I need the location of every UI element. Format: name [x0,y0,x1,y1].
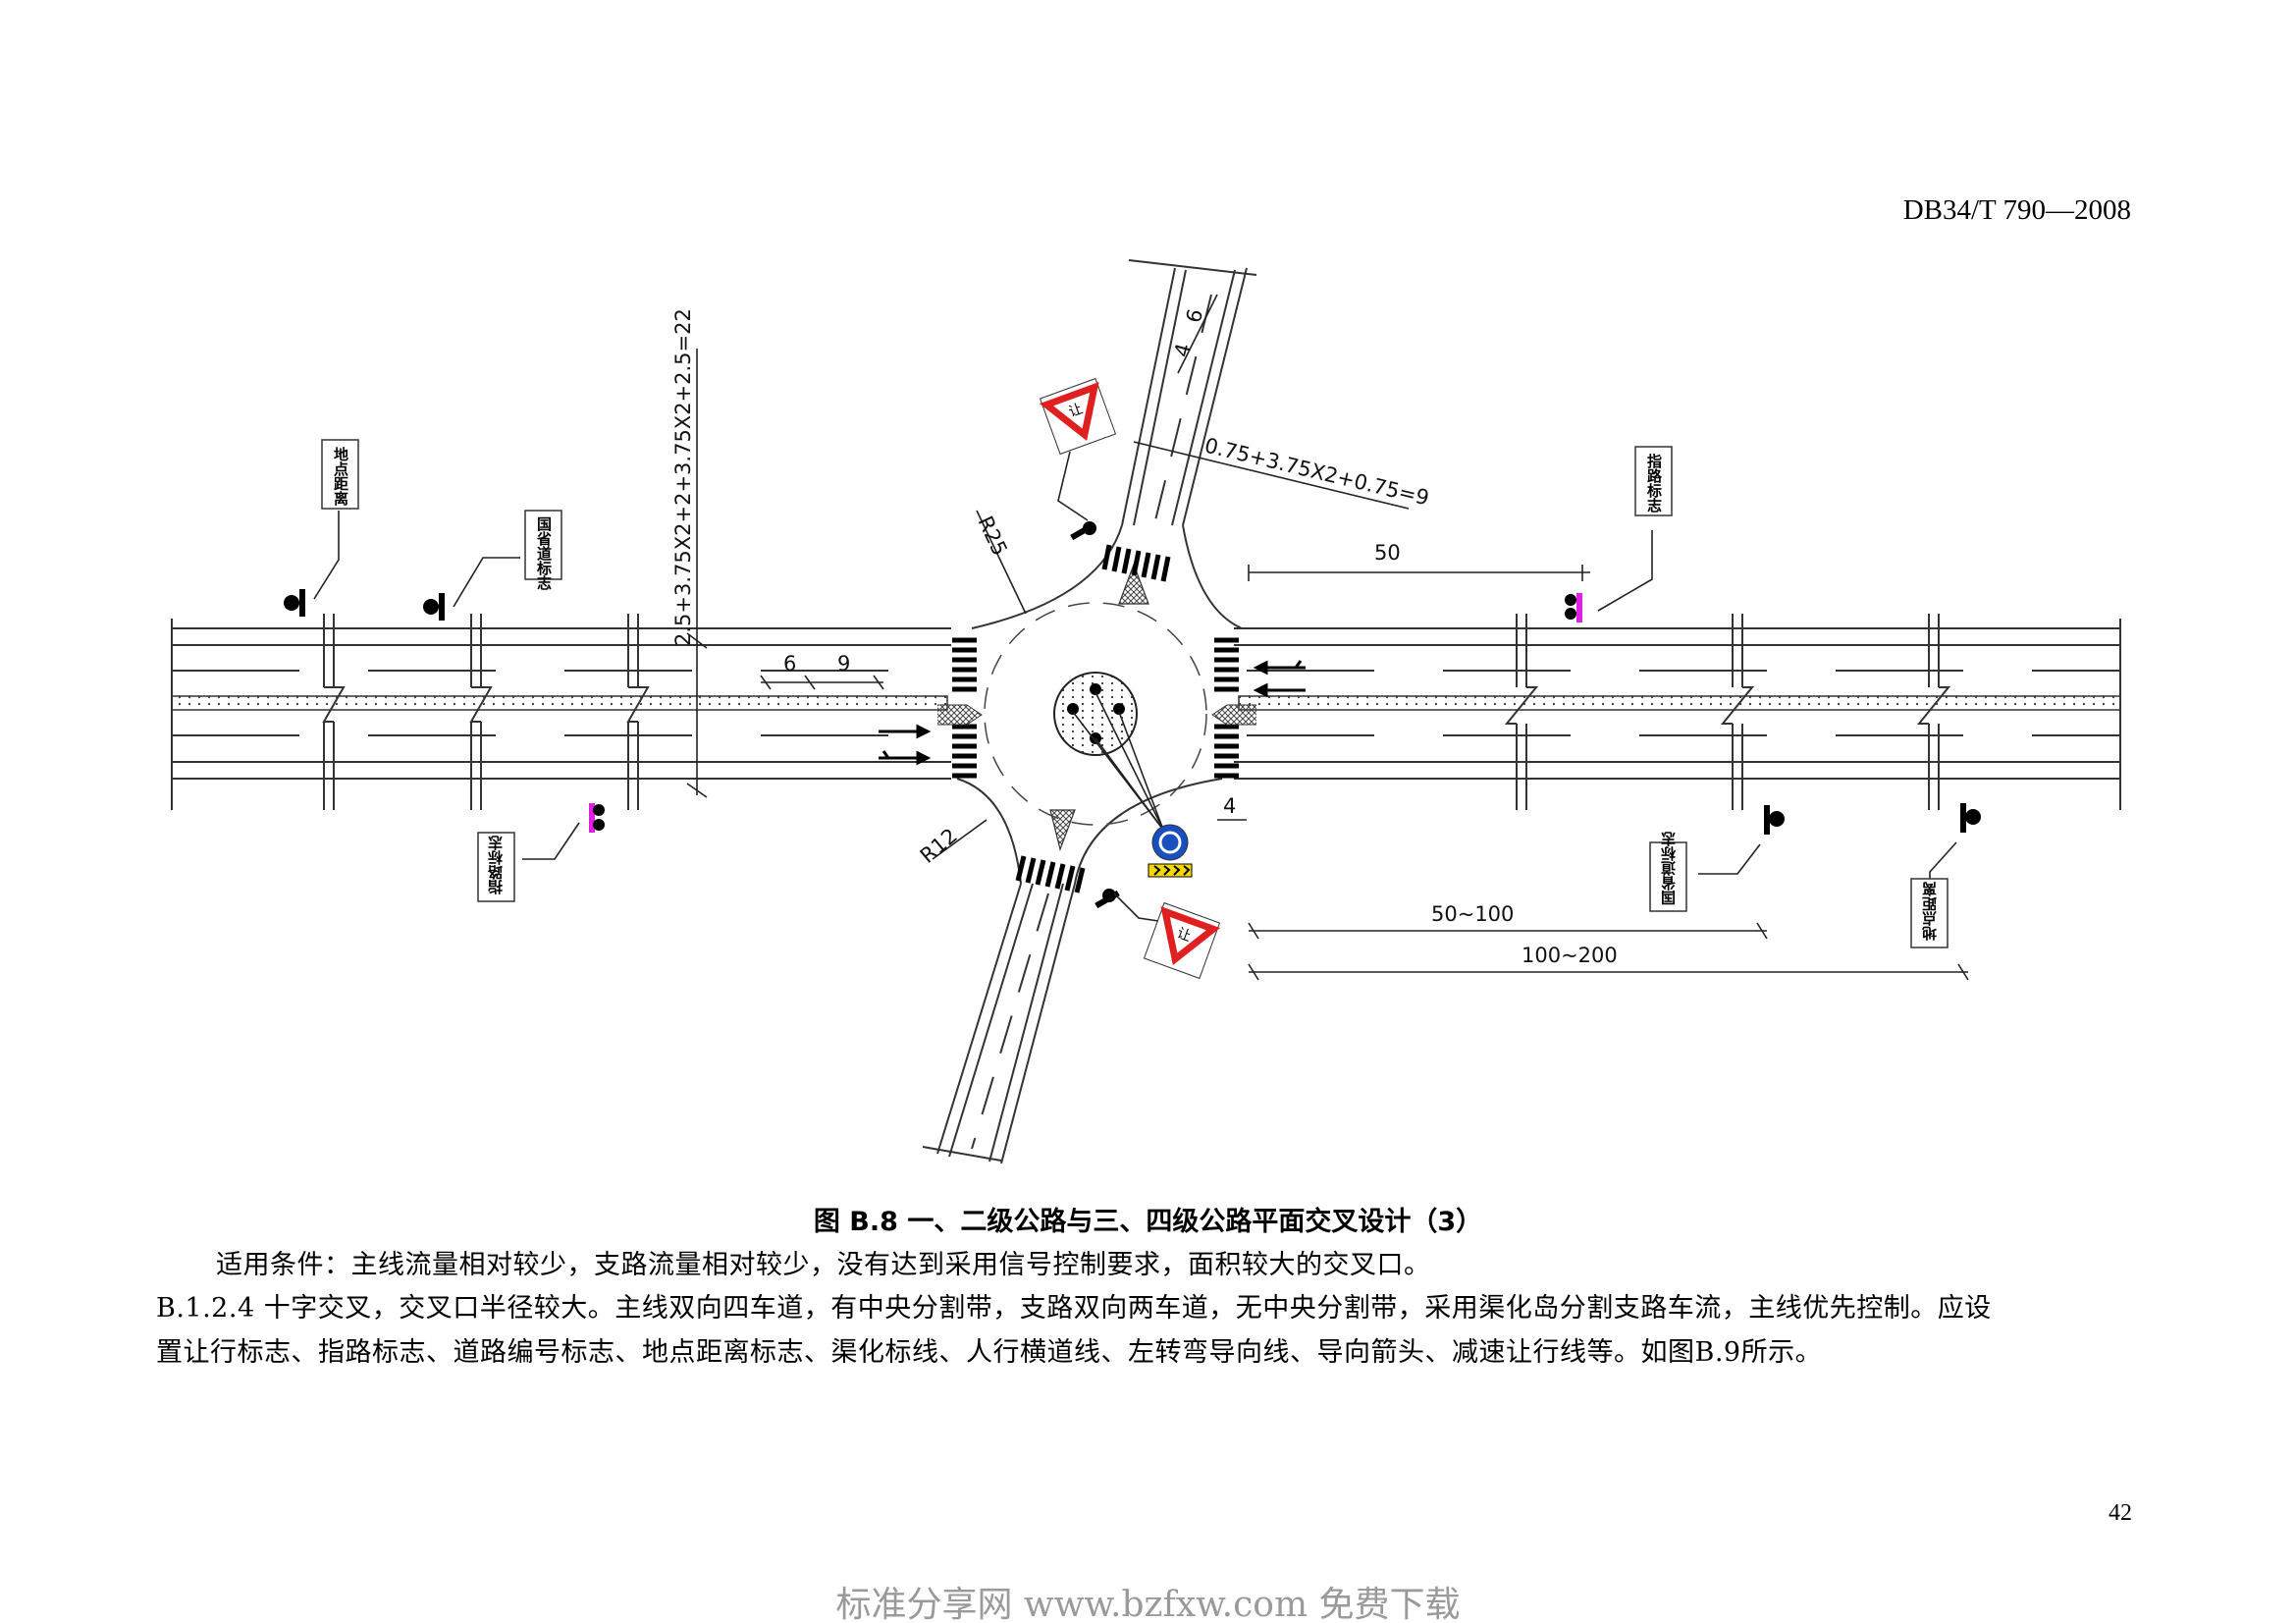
clause-text-line1: B.1.2.4 十字交叉，交叉口半径较大。主线双向四车道，有中央分割带，支路双向… [156,1293,1992,1324]
page-number: 42 [2109,1500,2132,1526]
dim-minor-width: 0.75+3.75X2+0.75=9 [1202,434,1431,511]
sign-label-guide-left: 指路标志 [477,832,515,902]
sign-label-text: 国省道标志 [535,516,553,591]
sign-label-route-left: 国省道标志 [524,510,562,591]
main-road-east [171,619,2121,810]
dimension-lines [686,294,1969,981]
dim-r25: R25 [973,513,1011,560]
crosswalks [937,544,1256,893]
sign-label-route-right: 国省道标志 [1649,831,1687,912]
dim-4-east: 4 [1223,794,1236,818]
dim-6-north: 6 [1182,306,1208,325]
roundabout-sign [1148,824,1193,878]
dimension-labels: 2.5+3.75X2+2+3.75X2+2.5=22 0.75+3.75X2+0… [671,306,1618,967]
yield-sign-text: 让 [1067,401,1086,420]
dim-100-200: 100~200 [1522,944,1618,967]
minor-road-south [922,259,1257,1164]
road-break-marks [322,614,1951,810]
sign-label-text: 地点距离 [1921,881,1939,942]
standard-code-header: DB34/T 790—2008 [1902,194,2131,226]
minor-road-north [971,267,1248,629]
sign-label-guide-right: 指路标志 [1634,446,1673,516]
sign-label-text: 指路标志 [487,835,505,895]
direction-arrows [879,660,1306,766]
yield-sign-text: 让 [1175,925,1194,945]
dim-main-width: 2.5+3.75X2+2+3.75X2+2.5=22 [671,308,695,646]
yield-sign-south: 让 [1143,901,1221,980]
figure-caption: 图 B.8 一、二级公路与三、四级公路平面交叉设计（3） [813,1207,1483,1237]
main-road-west [171,627,951,780]
yield-sign-north: 让 [1039,377,1117,456]
sign-posts [284,521,1981,909]
sign-label-distance-right: 地点距离 [1910,878,1949,948]
watermark: 标准分享网 www.bzfxw.com 免费下载 [835,1585,1461,1623]
leader-lines [313,451,1957,922]
clause-text-line2: 置让行标志、指路标志、道路编号标志、地点距离标志、渠化标线、人行横道线、左转弯导… [156,1337,1823,1368]
roundabout [984,563,1207,852]
dim-4-north: 4 [1170,341,1197,359]
dim-50: 50 [1374,541,1401,565]
applicable-conditions: 适用条件：主线流量相对较少，支路流量相对较少，没有达到采用信号控制要求，面积较大… [216,1250,1431,1280]
dim-6: 6 [783,652,796,676]
sign-label-text: 指路标志 [1645,453,1663,514]
dim-50-100: 50~100 [1431,902,1514,926]
sign-label-distance-left: 地点距离 [321,439,359,510]
dim-9: 9 [837,652,850,676]
dim-r12: R12 [916,824,962,868]
sign-label-text: 地点距离 [332,446,349,507]
sign-label-text: 国省道标志 [1660,831,1678,905]
